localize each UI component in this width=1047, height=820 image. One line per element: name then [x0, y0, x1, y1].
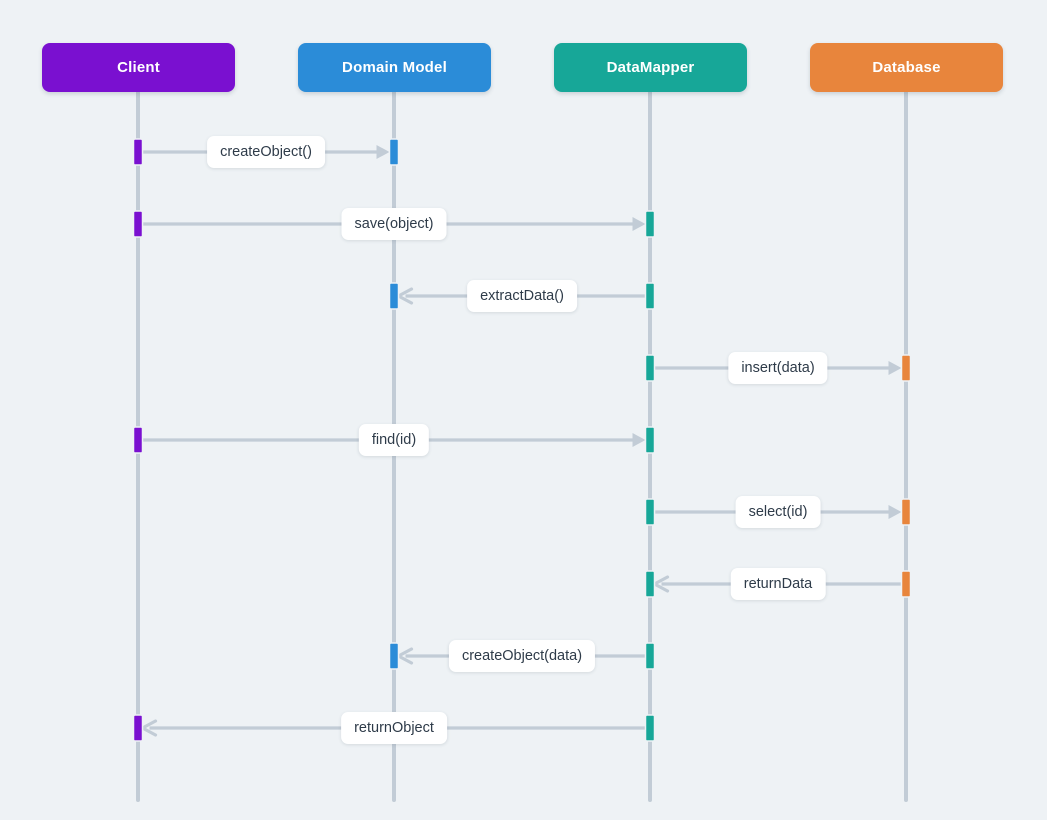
participant-label: DataMapper — [606, 59, 695, 76]
message-label: createObject(data) — [448, 640, 596, 672]
arrowhead-solid-5 — [888, 505, 902, 519]
activation-bar — [644, 426, 656, 454]
arrowhead-solid-0 — [376, 145, 390, 159]
participant-domain-model[interactable]: Domain Model — [298, 43, 491, 92]
participant-label: Database — [872, 59, 941, 76]
message-label: save(object) — [341, 208, 447, 240]
activation-bar — [388, 138, 400, 166]
participant-datamapper[interactable]: DataMapper — [554, 43, 747, 92]
activation-bar — [132, 426, 144, 454]
activation-bar — [388, 642, 400, 670]
activation-bar — [644, 498, 656, 526]
activation-bar — [644, 642, 656, 670]
activation-bar — [132, 138, 144, 166]
activation-bar — [132, 714, 144, 742]
message-label: extractData() — [467, 280, 577, 312]
activation-bar — [900, 354, 912, 382]
participant-label: Client — [117, 59, 160, 76]
activation-bars-group — [132, 138, 912, 742]
activation-bar — [644, 282, 656, 310]
activation-bar — [644, 570, 656, 598]
lifelines-group — [136, 90, 908, 802]
message-label: returnData — [730, 568, 826, 600]
activation-bar — [900, 570, 912, 598]
message-label: insert(data) — [728, 352, 828, 384]
participant-client[interactable]: Client — [42, 43, 235, 92]
participant-database[interactable]: Database — [810, 43, 1003, 92]
activation-bar — [900, 498, 912, 526]
message-label: find(id) — [358, 424, 430, 456]
arrowhead-solid-3 — [888, 361, 902, 375]
activation-bar — [644, 354, 656, 382]
activation-bar — [132, 210, 144, 238]
activation-bar — [644, 714, 656, 742]
activation-bar — [388, 282, 400, 310]
participant-label: Domain Model — [342, 59, 447, 76]
arrowhead-solid-4 — [632, 433, 646, 447]
message-label: returnObject — [341, 712, 447, 744]
arrowhead-solid-1 — [632, 217, 646, 231]
message-label: createObject() — [207, 136, 325, 168]
message-label: select(id) — [735, 496, 821, 528]
activation-bar — [644, 210, 656, 238]
